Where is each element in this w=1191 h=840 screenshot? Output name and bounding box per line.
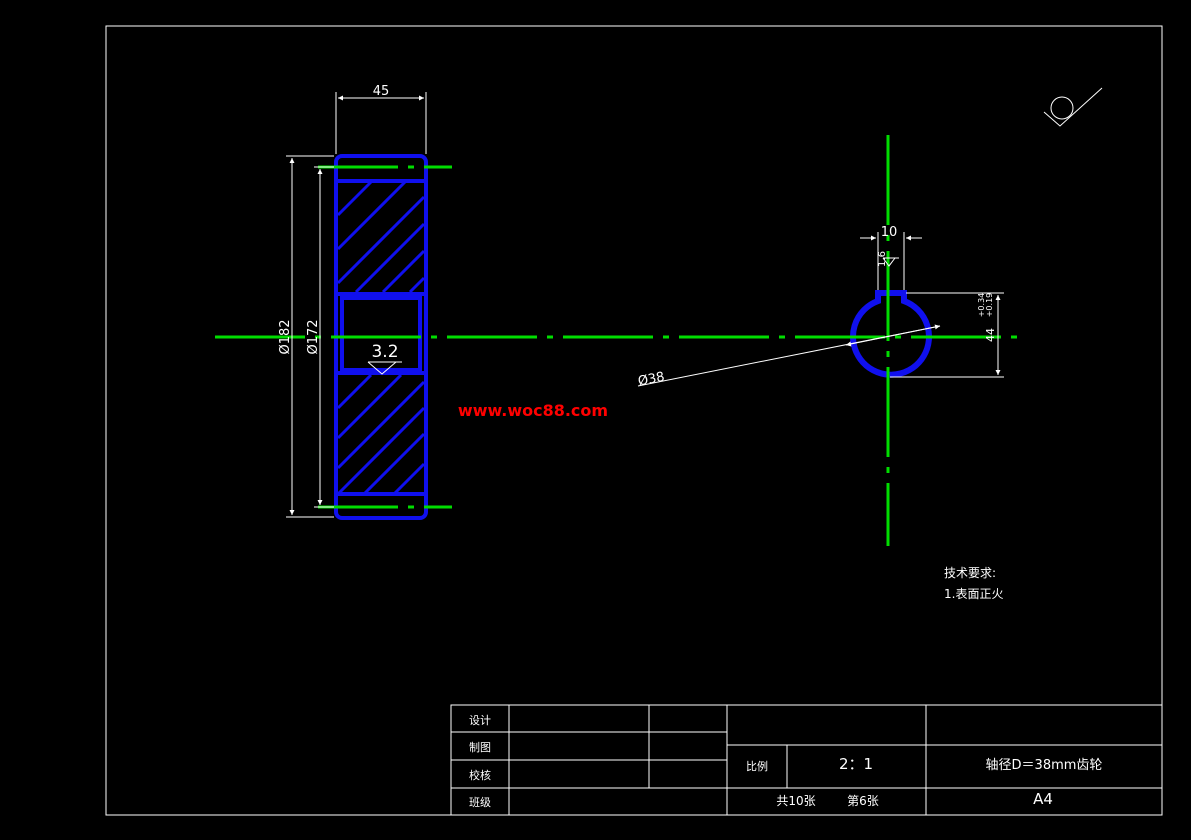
roughness-symbols: [367, 257, 899, 375]
title-block: [450, 704, 1163, 816]
dimension-lines: [286, 92, 1004, 518]
tb-paper-size: A4: [1033, 790, 1053, 808]
dim-bore-diameter: Ø38: [637, 370, 666, 390]
dim-outer-diameter: Ø182: [278, 319, 293, 354]
tech-req-title: 技术要求:: [944, 566, 996, 580]
tb-sheet-no: 第6张: [847, 794, 879, 808]
dim-pitch-diameter: Ø172: [306, 319, 321, 354]
tb-scale-label: 比例: [746, 759, 768, 773]
general-roughness-icon: [1043, 87, 1103, 127]
gear-section-view: [334, 154, 428, 520]
tb-draw-label: 制图: [469, 741, 491, 754]
tb-scale-value: 2：1: [839, 755, 873, 773]
drawing-frame: [105, 25, 1163, 816]
tb-part-name: 轴径D＝38mm齿轮: [986, 758, 1103, 773]
watermark: www.woc88.com: [458, 401, 608, 420]
dim-key-width: 10: [881, 225, 898, 240]
dim-width: 45: [373, 84, 390, 99]
roughness-bore: 3.2: [371, 342, 398, 362]
centerlines: [215, 135, 1020, 546]
dim-key-tol-upper: +0.34: [977, 293, 986, 318]
hub-end-view: [850, 290, 932, 378]
tb-sheets-total: 共10张: [776, 794, 815, 808]
tb-design-label: 设计: [469, 714, 491, 727]
tech-req-item1: 1.表面正火: [944, 587, 1003, 601]
tb-check-label: 校核: [469, 768, 491, 782]
roughness-key: 1.6: [877, 251, 888, 267]
hatch-bottom: [336, 373, 426, 496]
tb-class-label: 班级: [469, 796, 491, 809]
dim-key-tol-lower: +0.19: [985, 293, 994, 318]
dim-key-depth: 44: [984, 328, 997, 342]
hatch-top: [336, 179, 426, 294]
